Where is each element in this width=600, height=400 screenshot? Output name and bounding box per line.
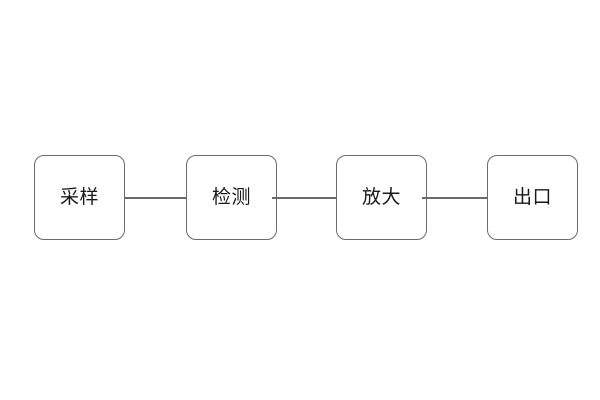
- flow-node-label: 出口: [512, 186, 552, 208]
- flow-node-label: 放大: [361, 186, 401, 208]
- flow-connector-sampling-to-detection: [124, 197, 187, 199]
- flow-node-label: 采样: [59, 186, 99, 208]
- flow-node-detection[interactable]: 检测: [186, 155, 277, 240]
- flow-node-label: 检测: [211, 186, 251, 208]
- flow-connector-detection-to-amplify: [272, 197, 337, 199]
- flow-node-sampling[interactable]: 采样: [34, 155, 125, 240]
- flow-connector-amplify-to-outlet: [422, 197, 488, 199]
- flow-node-amplify[interactable]: 放大: [336, 155, 427, 240]
- flow-node-outlet[interactable]: 出口: [487, 155, 578, 240]
